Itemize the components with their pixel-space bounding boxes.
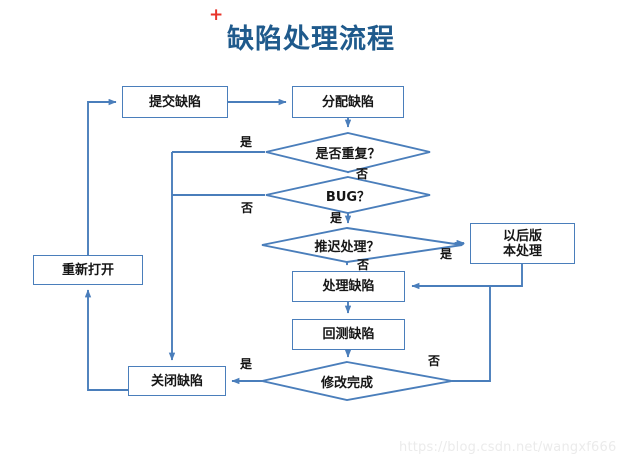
node-handle-defect[interactable]: 处理缺陷 bbox=[292, 271, 405, 302]
watermark: https://blog.csdn.net/wangxf666 bbox=[399, 440, 617, 455]
node-close-defect[interactable]: 关闭缺陷 bbox=[128, 366, 226, 396]
node-is-duplicate-label: 是否重复？ bbox=[315, 146, 381, 162]
edge-label-duplicate-yes: 是 bbox=[240, 135, 253, 149]
node-submit-defect[interactable]: 提交缺陷 bbox=[122, 86, 228, 118]
node-close-defect-label: 关闭缺陷 bbox=[150, 373, 203, 389]
node-future-version-label-line2: 本处理 bbox=[502, 243, 542, 259]
node-submit-defect-label: 提交缺陷 bbox=[148, 94, 201, 110]
edge-label-bug-no: 否 bbox=[241, 201, 254, 215]
edge-label-bug-yes: 是 bbox=[330, 211, 343, 225]
node-is-duplicate[interactable]: 是否重复？ bbox=[288, 142, 408, 162]
node-retest-defect-label: 回测缺陷 bbox=[322, 327, 375, 342]
edge-fix-no-a bbox=[452, 286, 491, 382]
edge-defer-yes-stub bbox=[461, 242, 465, 246]
plus-icon: + bbox=[209, 5, 224, 25]
edge-reopen-to-submit bbox=[87, 98, 117, 255]
node-is-bug[interactable]: BUG？ bbox=[288, 185, 408, 205]
node-reopen-defect[interactable]: 重新打开 bbox=[33, 255, 143, 285]
edge-label-defer-yes: 是 bbox=[440, 247, 453, 261]
edge-label-defer-no: 否 bbox=[357, 258, 370, 272]
node-retest-defect[interactable]: 回测缺陷 bbox=[292, 319, 405, 350]
node-handle-defect-label: 处理缺陷 bbox=[322, 279, 375, 294]
edge-close-to-reopen bbox=[84, 289, 128, 391]
edge-label-duplicate-no: 否 bbox=[356, 167, 369, 181]
node-assign-defect[interactable]: 分配缺陷 bbox=[292, 86, 404, 118]
edge-future-to-handle bbox=[411, 263, 523, 290]
edge-defer-yes-join bbox=[451, 242, 456, 246]
node-is-bug-label: BUG？ bbox=[325, 189, 371, 205]
node-defer-handle[interactable]: 推迟处理？ bbox=[287, 235, 407, 255]
edge-label-fix-yes: 是 bbox=[240, 357, 253, 371]
edge-label-fix-no: 否 bbox=[428, 354, 441, 368]
node-defer-handle-label: 推迟处理？ bbox=[314, 239, 380, 255]
node-fix-complete[interactable]: 修改完成 bbox=[287, 371, 407, 391]
node-assign-defect-label: 分配缺陷 bbox=[321, 94, 374, 110]
node-fix-complete-label: 修改完成 bbox=[320, 375, 373, 391]
page-title-text: 缺陷处理流程 bbox=[227, 24, 395, 55]
node-reopen-defect-label: 重新打开 bbox=[61, 262, 114, 278]
page-title: 缺陷处理流程 bbox=[196, 20, 426, 60]
node-future-version[interactable]: 以后版 本处理 bbox=[470, 223, 575, 264]
node-future-version-label-line1: 以后版 bbox=[502, 228, 542, 244]
